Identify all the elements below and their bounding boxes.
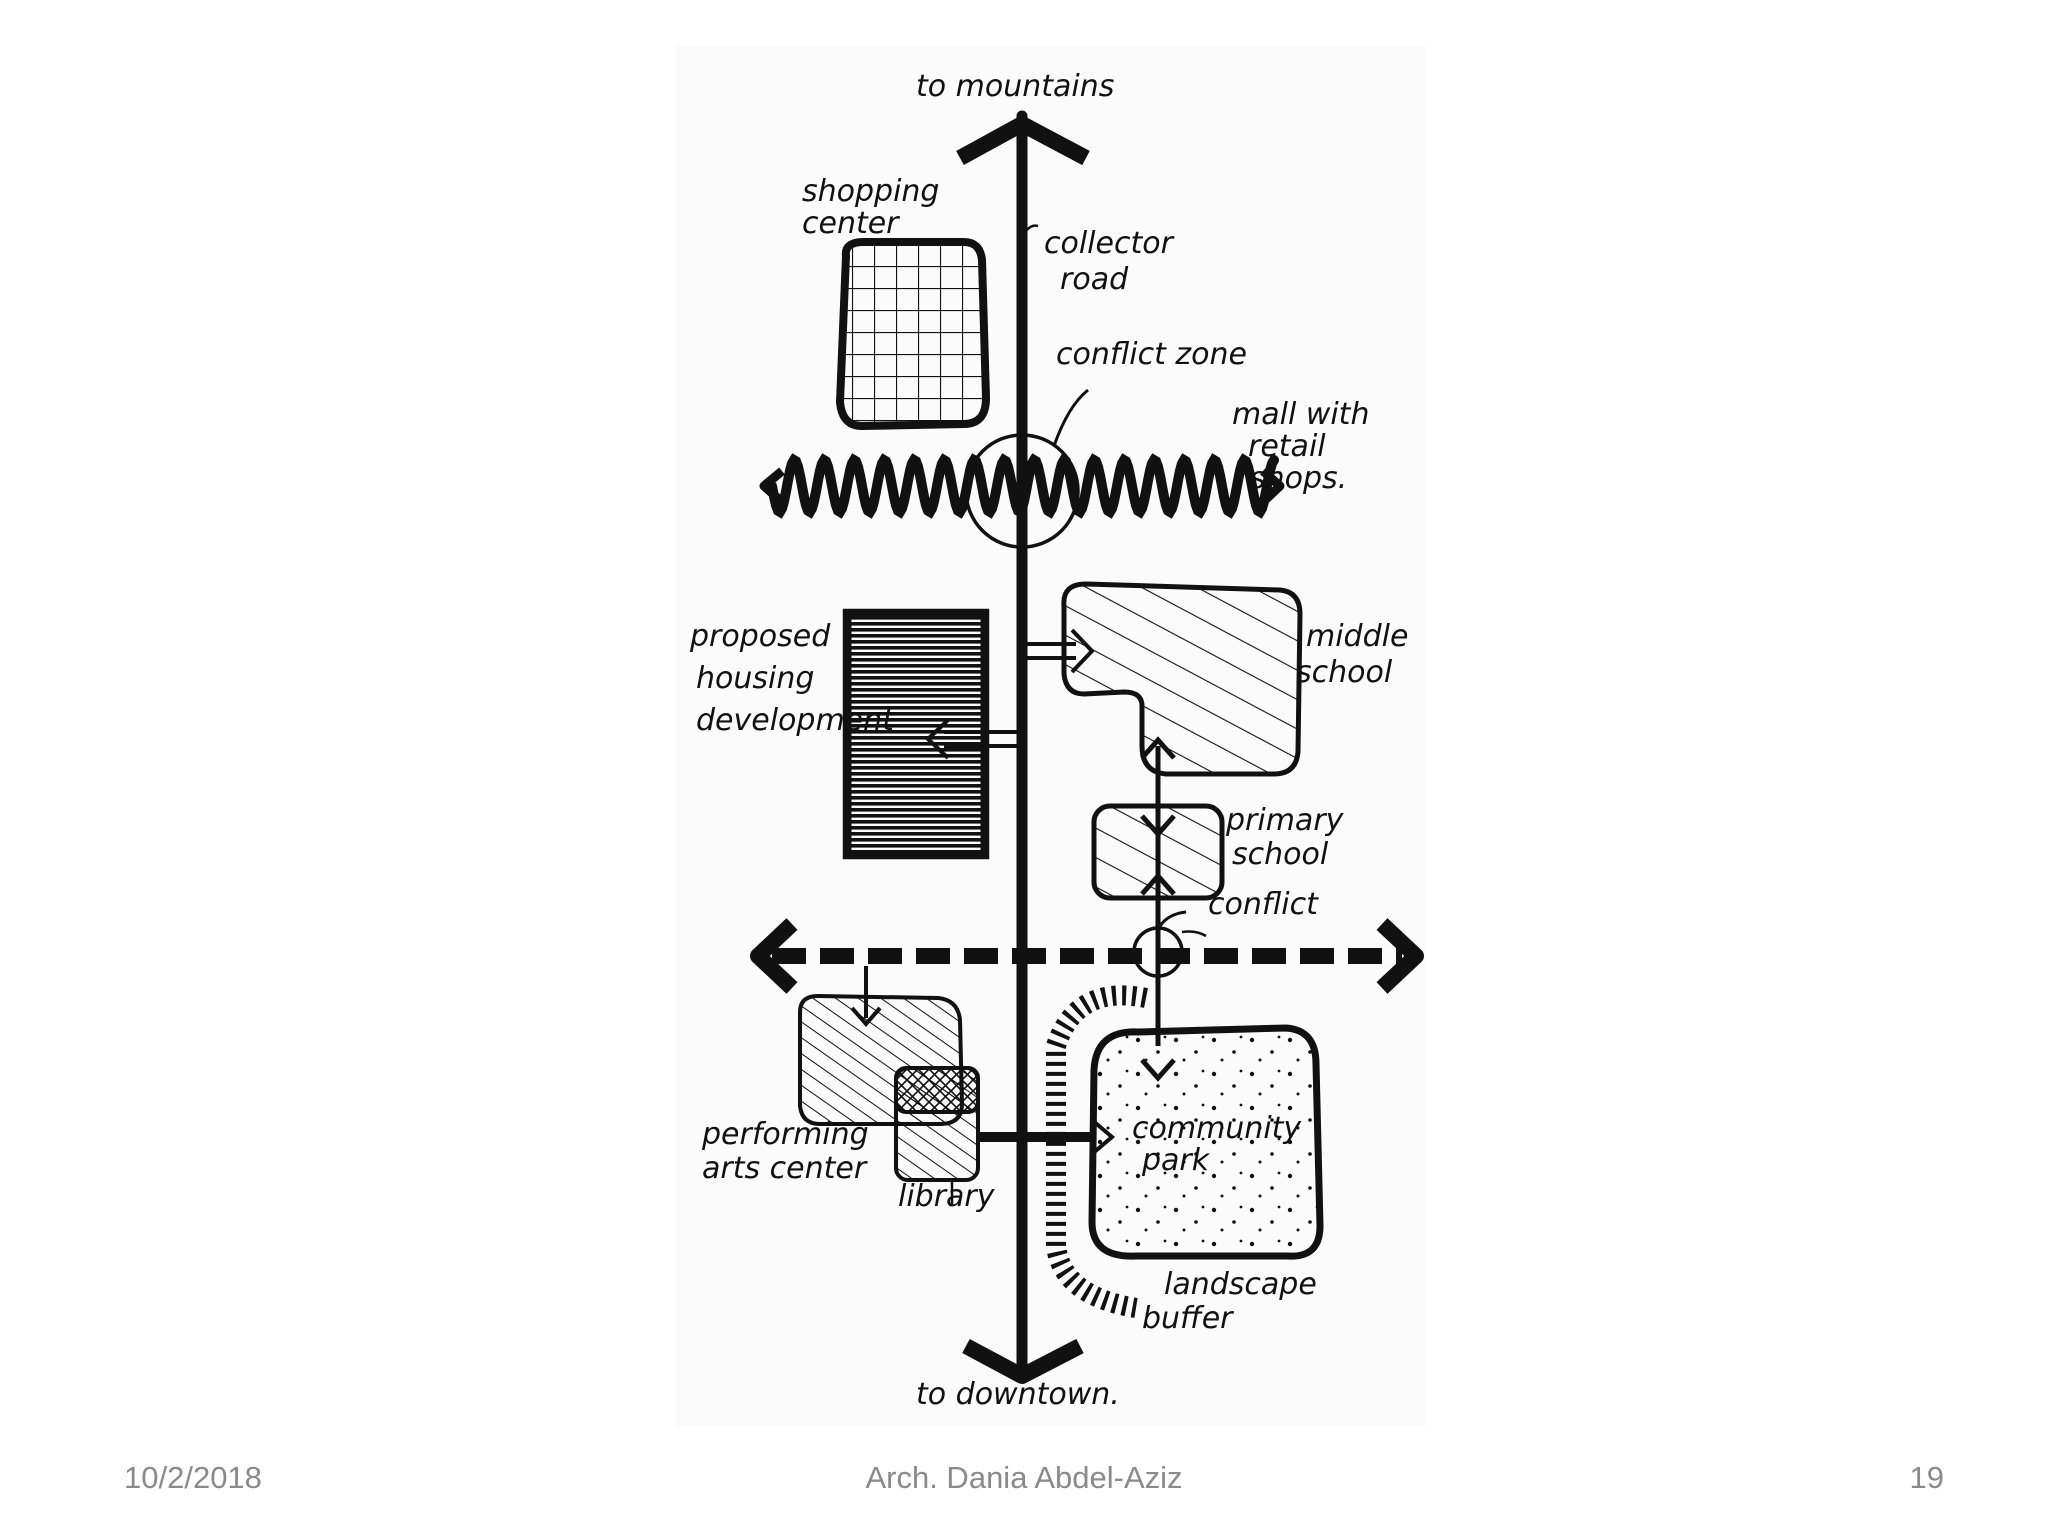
shopping-center-block <box>835 238 991 431</box>
dashed-cross-road <box>750 918 1424 994</box>
footer-page-number: 19 <box>1909 1460 1944 1495</box>
label-conflict: conflict <box>1208 887 1319 922</box>
footer-date: 10/2/2018 <box>124 1460 262 1495</box>
label-housing: proposed housing development <box>689 619 895 738</box>
label-community-park: community park <box>1132 1111 1311 1178</box>
conflict-marker <box>1132 926 1184 978</box>
label-shopping-center: shopping center <box>802 174 949 241</box>
mall-retail-band <box>759 453 1285 519</box>
label-library: library <box>898 1179 996 1214</box>
label-performing-arts: performing arts center <box>701 1117 878 1186</box>
land-use-bubble-diagram: to mountains shopping center collector r… <box>676 46 1426 1426</box>
label-landscape-buffer: landscape buffer <box>1142 1267 1326 1336</box>
label-mall: mall with retail shops. <box>1232 397 1379 496</box>
access-arrows <box>925 628 1176 1082</box>
library-block <box>894 1066 980 1182</box>
conflict-zone-leader <box>1052 388 1089 447</box>
label-to-mountains: to mountains <box>916 69 1114 104</box>
label-middle-school: middle school <box>1296 619 1418 690</box>
middle-school-block <box>1061 581 1303 777</box>
label-primary-school: primary school <box>1225 803 1353 872</box>
conflict-zone-marker <box>964 433 1080 549</box>
conflict-leader <box>1158 910 1187 927</box>
label-conflict-zone: conflict zone <box>1056 337 1247 372</box>
collector-road <box>956 110 1090 1384</box>
footer-author: Arch. Dania Abdel-Aziz <box>865 1460 1183 1495</box>
label-to-downtown: to downtown. <box>916 1377 1120 1412</box>
leader-lines <box>950 224 1207 1206</box>
label-collector-road: collector road <box>1044 226 1182 297</box>
community-park-block <box>1088 1024 1324 1260</box>
library-park-connector <box>976 1118 1116 1156</box>
